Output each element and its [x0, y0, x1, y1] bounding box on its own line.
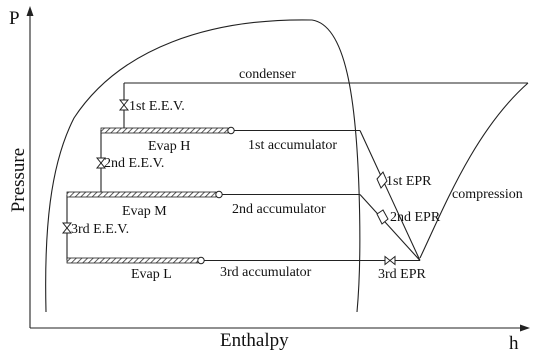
- y-axis-arrow: [26, 6, 34, 16]
- axes: P Pressure Enthalpy h: [8, 6, 530, 353]
- epr1-valve-icon: [376, 171, 388, 189]
- epr1-label: 1st EPR: [386, 174, 432, 189]
- evap-l-label: Evap L: [131, 267, 172, 282]
- evap-h-bar: [100, 127, 229, 134]
- x-axis-title: Enthalpy: [220, 330, 289, 351]
- epr2-label: 2nd EPR: [390, 210, 441, 225]
- y-axis-symbol: P: [9, 8, 20, 29]
- acc3-node: [197, 256, 205, 265]
- acc3-label: 3rd accumulator: [220, 265, 312, 280]
- acc1-node: [227, 126, 235, 135]
- eev3-valve-icon: [61, 222, 73, 234]
- acc2-label: 2nd accumulator: [232, 202, 326, 217]
- epr2-valve-icon: [376, 209, 389, 225]
- evap-h-label: Evap H: [148, 139, 190, 154]
- eev2-label: 2nd E.E.V.: [104, 156, 164, 171]
- y-axis-title: Pressure: [8, 148, 29, 212]
- compression-label: compression: [452, 187, 523, 202]
- x-axis-symbol: h: [509, 333, 519, 353]
- eev1-valve-icon: [118, 99, 130, 111]
- epr3-valve-icon: [384, 255, 396, 266]
- x-axis-arrow: [520, 324, 530, 332]
- epr2-line: [359, 194, 421, 261]
- epr3-label: 3rd EPR: [378, 267, 427, 282]
- acc1-label: 1st accumulator: [248, 138, 337, 153]
- evap-m-label: Evap M: [122, 204, 167, 219]
- eev2-valve-icon: [95, 157, 107, 169]
- evap-m-bar: [66, 191, 217, 198]
- eev3-label: 3rd E.E.V.: [71, 222, 129, 237]
- compression-curve: [419, 82, 529, 259]
- condenser-label: condenser: [239, 67, 296, 82]
- saturation-dome: [45, 19, 361, 313]
- evap-l-bar: [66, 257, 199, 264]
- eev1-label: 1st E.E.V.: [129, 99, 185, 114]
- acc2-node: [215, 190, 223, 199]
- epr1-line: [359, 130, 421, 261]
